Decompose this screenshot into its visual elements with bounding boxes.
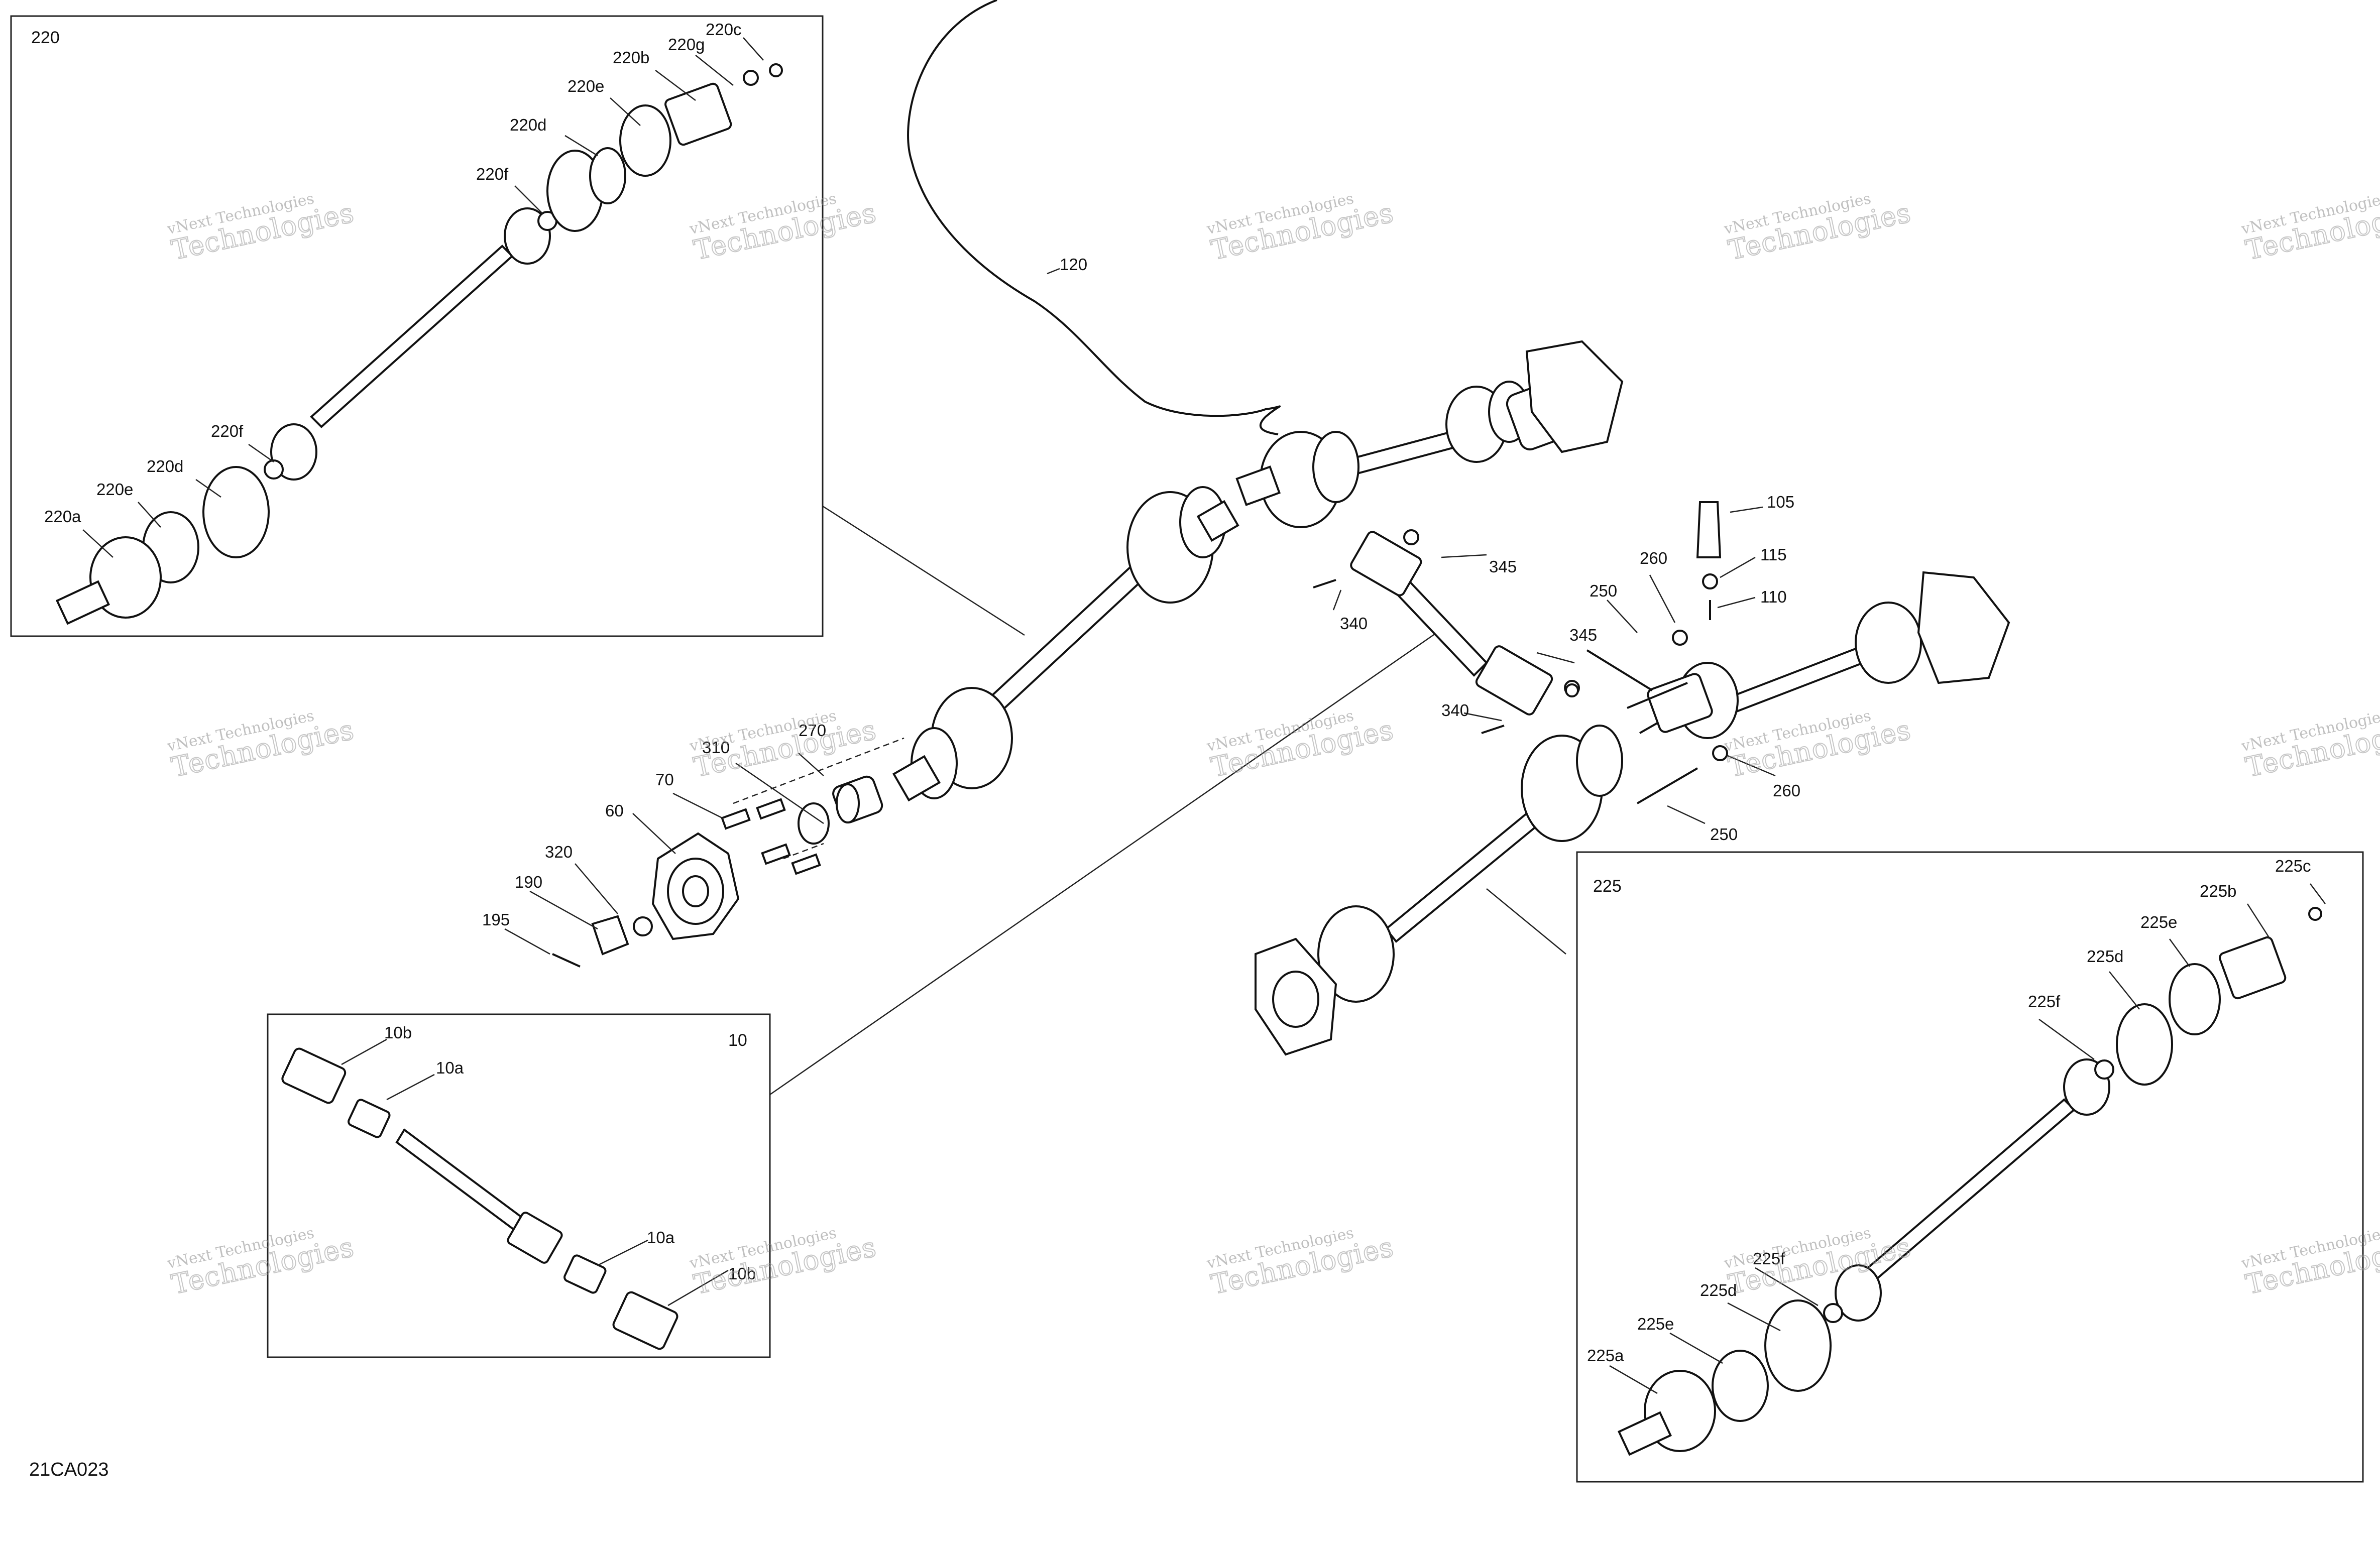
- inset-220-label: 220: [31, 28, 60, 47]
- callout-340-bottom: 340: [1441, 701, 1469, 720]
- wheel-hub-60: [552, 832, 740, 968]
- inset-220-leader: [822, 505, 1025, 636]
- callout-220g: 220g: [668, 35, 705, 54]
- callout-220e-bottom: 220e: [96, 480, 134, 499]
- inset-220-leaders: [82, 37, 764, 558]
- nut-260-a: [1672, 630, 1688, 646]
- callout-105: 105: [1767, 493, 1795, 511]
- callout-250-top: 250: [1590, 581, 1618, 600]
- callout-195: 195: [482, 910, 510, 929]
- front-driveshaft-upper: [1235, 340, 1624, 528]
- inset-10-leaders: [341, 1038, 729, 1307]
- bolts-250: [1586, 649, 1698, 804]
- inset-220-parts: [55, 63, 783, 625]
- callout-260-top: 260: [1640, 549, 1668, 567]
- callout-220b: 220b: [613, 48, 650, 67]
- callout-leaders: [504, 268, 1776, 955]
- callout-220a: 220a: [44, 507, 81, 526]
- callout-320: 320: [545, 843, 573, 861]
- rear-driveshaft-upper: [1639, 571, 2010, 739]
- callout-345-bottom: 345: [1569, 626, 1598, 644]
- front-driveshaft-center: [892, 486, 1239, 802]
- bellows-105: [1696, 501, 1722, 558]
- callout-225e-top: 225e: [2140, 913, 2178, 931]
- callout-225e-bottom: 225e: [1637, 1315, 1674, 1333]
- callout-10a-bottom: 10a: [647, 1228, 675, 1247]
- callout-10b-bottom: 10b: [728, 1264, 756, 1283]
- callout-220e-top: 220e: [568, 77, 605, 95]
- callout-10b-top: 10b: [384, 1023, 412, 1042]
- inset-box-225: [1576, 851, 2364, 1483]
- callout-225a: 225a: [1587, 1346, 1624, 1365]
- wheel-bearing-assembly: [721, 737, 904, 875]
- callout-220c: 220c: [706, 20, 742, 39]
- callout-225f-top: 225f: [2028, 992, 2061, 1011]
- nut-345-b: [1565, 683, 1579, 697]
- callout-270: 270: [799, 721, 827, 740]
- callout-220f-top: 220f: [476, 165, 509, 183]
- inset-225-leader: [1486, 888, 1566, 955]
- callout-225d-top: 225d: [2087, 947, 2124, 966]
- callout-310: 310: [702, 738, 730, 757]
- callout-250-bottom: 250: [1710, 825, 1738, 844]
- callout-70: 70: [655, 770, 674, 789]
- callout-225b: 225b: [2200, 882, 2237, 900]
- callout-60: 60: [605, 801, 624, 820]
- inset-225-leaders: [1609, 883, 2326, 1394]
- callout-115: 115: [1760, 545, 1787, 564]
- inset-10-leader: [769, 633, 1436, 1096]
- inset-10-label: 10: [728, 1031, 747, 1050]
- inset-10-parts: [281, 1047, 678, 1350]
- inset-225-parts: [1617, 907, 2322, 1456]
- callout-225f-bottom: 225f: [1753, 1249, 1785, 1268]
- inset-box-220: [10, 15, 824, 637]
- rear-driveshaft-lower: [1255, 725, 1623, 1056]
- callout-220f-bottom: 220f: [211, 422, 244, 440]
- inset-225-label: 225: [1593, 877, 1622, 896]
- callout-220d-bottom: 220d: [147, 457, 184, 476]
- callout-345-top: 345: [1489, 557, 1517, 576]
- callout-260-bottom: 260: [1773, 781, 1801, 800]
- callout-225c: 225c: [2275, 857, 2311, 875]
- callout-220d-top: 220d: [510, 115, 547, 134]
- inset-box-10: [267, 1013, 771, 1358]
- callout-10a-top: 10a: [436, 1058, 464, 1077]
- callout-110: 110: [1760, 587, 1787, 606]
- clip-115: [1702, 573, 1718, 589]
- callout-120: 120: [1060, 255, 1088, 274]
- cable-120: [907, 0, 1281, 435]
- callout-190: 190: [515, 873, 543, 891]
- figure-reference: 21CA023: [29, 1459, 109, 1480]
- nut-260-b: [1712, 745, 1728, 761]
- callout-340-top: 340: [1340, 614, 1368, 633]
- callout-225d-bottom: 225d: [1700, 1281, 1737, 1299]
